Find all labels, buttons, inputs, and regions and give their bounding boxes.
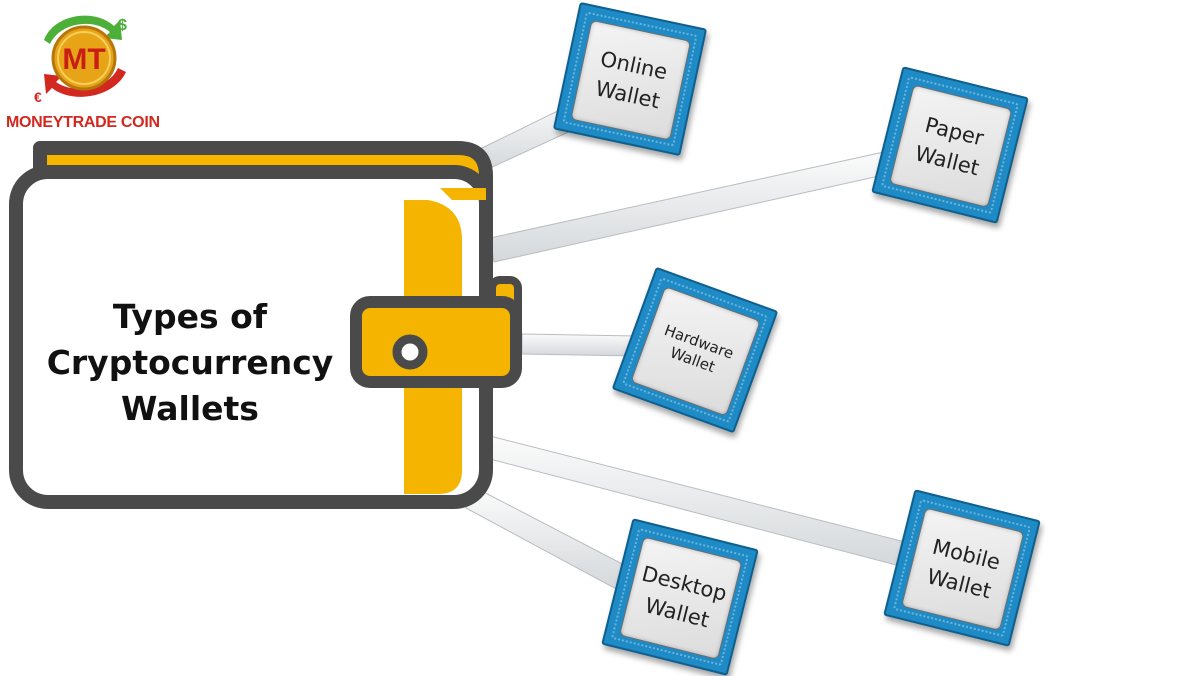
green-arrow-icon — [44, 15, 122, 44]
connector-hardware — [521, 333, 637, 357]
connector-desktop — [465, 487, 631, 591]
wallet-clasp — [350, 276, 522, 388]
logo-brand-name: MONEYTRADE COIN — [6, 114, 160, 131]
card-face: Mobile Wallet — [900, 507, 1025, 632]
title-line: Types of — [112, 297, 268, 336]
online-wallet-card: Online Wallet — [552, 1, 708, 157]
card-face: Online Wallet — [570, 19, 692, 141]
red-arrow-icon — [44, 68, 126, 97]
card-face: Hardware Wallet — [630, 285, 761, 417]
connector-ribbons — [465, 99, 906, 591]
wallet-icon — [9, 141, 522, 509]
card-face: Desktop Wallet — [618, 536, 743, 661]
card-face: Paper Wallet — [888, 84, 1013, 209]
connector-paper — [489, 151, 889, 263]
dollar-symbol: $ — [118, 17, 127, 34]
moneytrade-logo: MT $ € MONEYTRADE COIN — [2, 6, 162, 136]
title-line: Wallets — [121, 389, 259, 428]
logo-monogram: MT — [62, 43, 105, 76]
title-line: Cryptocurrency — [46, 343, 334, 382]
wallet-title: Types of Cryptocurrency Wallets — [30, 294, 350, 432]
euro-symbol: € — [34, 89, 42, 105]
coin-icon — [51, 25, 117, 91]
